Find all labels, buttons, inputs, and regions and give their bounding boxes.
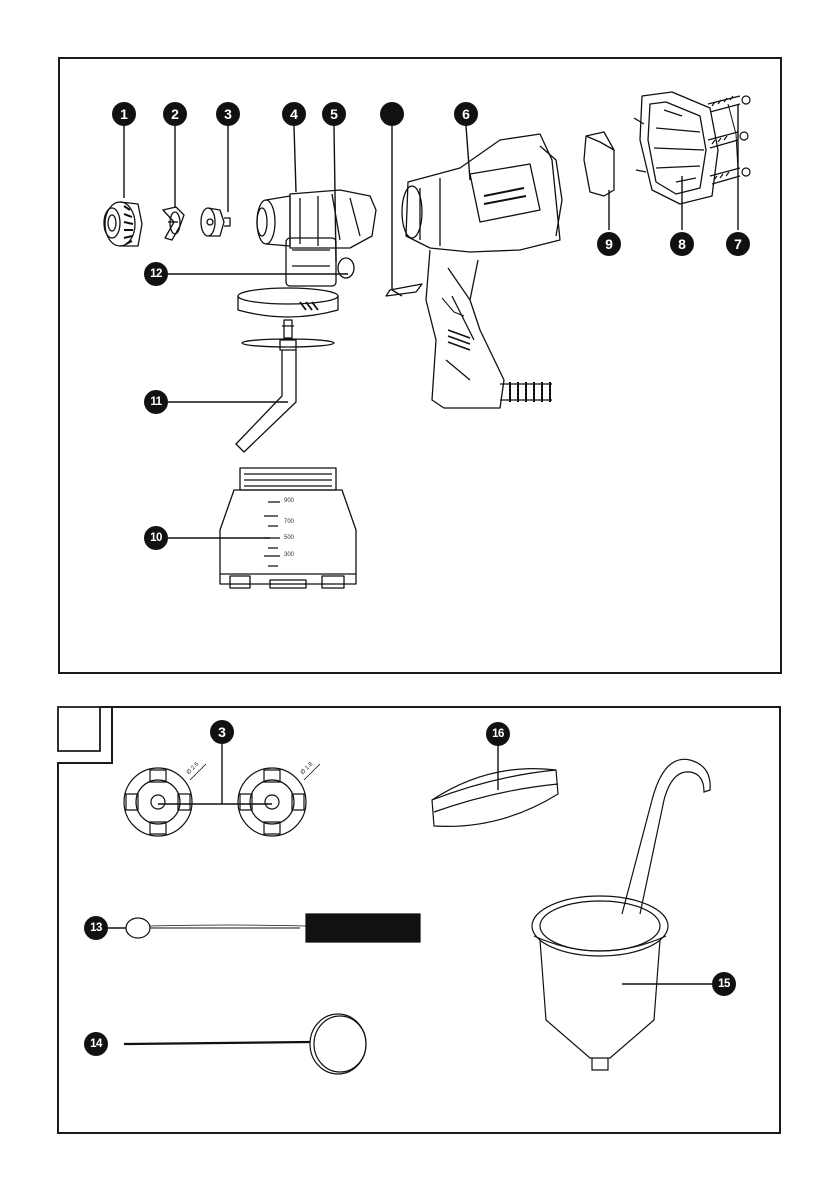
spray-attachment-drawing [238, 190, 376, 317]
callout-16: 16 [486, 722, 510, 746]
callout-13: 13 [84, 916, 108, 940]
spray-gun-body-drawing [386, 134, 562, 408]
suction-tube-drawing [236, 320, 334, 452]
callout-6: 6 [454, 102, 478, 126]
callout-12: 12 [144, 262, 168, 286]
callout-7: 7 [726, 232, 750, 256]
callout-2: 2 [163, 102, 187, 126]
callout-5: 5 [322, 102, 346, 126]
callout-b-3: 3 [210, 720, 234, 744]
viscosity-cup-drawing [532, 759, 710, 1070]
cleaning-needle-drawing [124, 1014, 366, 1074]
filter-cover-drawing [634, 92, 718, 204]
callout-10: 10 [144, 526, 168, 550]
paint-container-drawing [220, 468, 356, 588]
cleaning-brush-drawing [126, 914, 420, 942]
air-cap-ring-drawing [104, 202, 142, 246]
scale-mark-300: 300 [284, 552, 294, 558]
callout-11: 11 [144, 390, 168, 414]
leader-lines-b [108, 744, 712, 984]
air-cap-drawing [163, 207, 184, 240]
callout-4: 4 [282, 102, 306, 126]
callout-9: 9 [597, 232, 621, 256]
callout-blank [380, 102, 404, 126]
spare-filter-drawing [432, 769, 558, 827]
callout-8: 8 [670, 232, 694, 256]
scale-mark-500: 500 [284, 535, 294, 541]
callout-3: 3 [216, 102, 240, 126]
callout-14: 14 [84, 1032, 108, 1056]
nozzle-drawing [201, 208, 230, 236]
scale-mark-700: 700 [284, 519, 294, 525]
air-filter-drawing [584, 132, 614, 196]
scale-mark-900: 900 [284, 498, 294, 504]
callout-1: 1 [112, 102, 136, 126]
callout-15: 15 [712, 972, 736, 996]
screws-drawing [708, 96, 750, 184]
